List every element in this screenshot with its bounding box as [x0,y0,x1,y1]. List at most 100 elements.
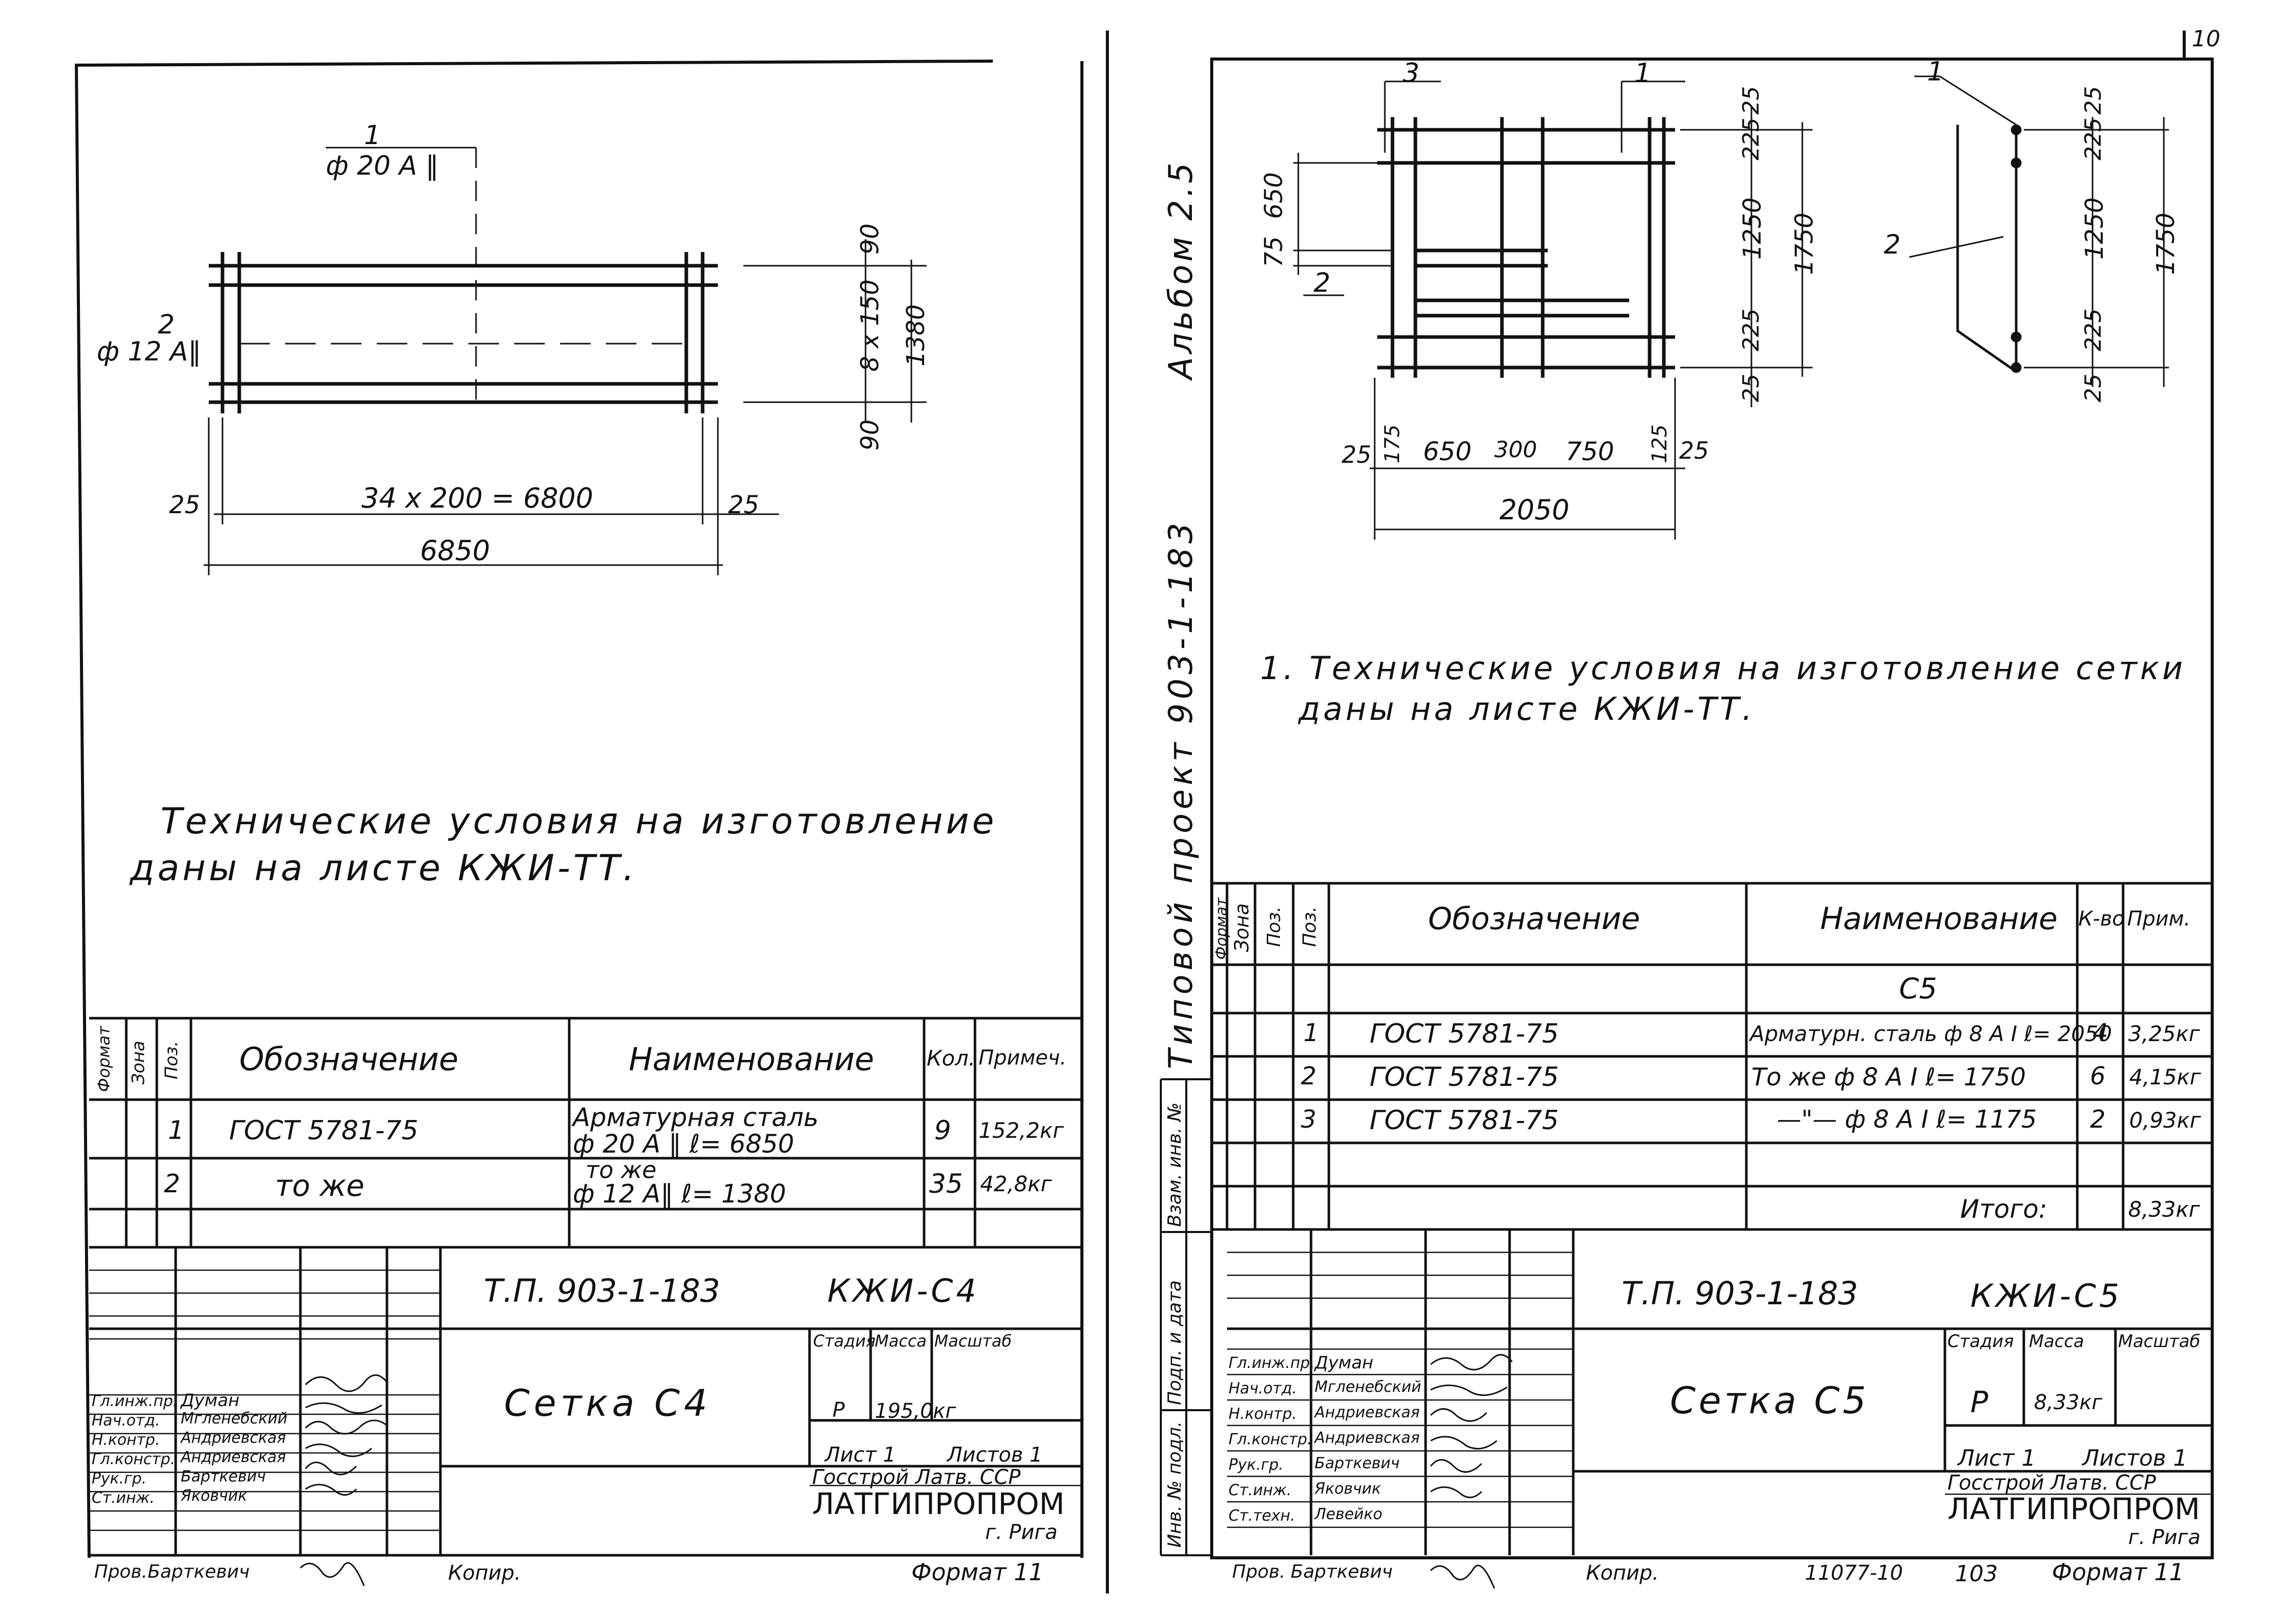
right-project-code: Т.П. 903-1-183 [1622,1275,1858,1312]
left-sheet-code: КЖИ-С4 [827,1272,980,1309]
left-stage: Р [832,1398,845,1422]
right-row3-qty: 2 [2090,1105,2106,1134]
right-col-pos: Поз. [1264,906,1285,947]
right-city: г. Рига [2128,1526,2201,1549]
left-signer4-name: Андриевская [181,1448,286,1466]
right-signer3-name: Андриевская [1315,1404,1420,1421]
right-signer7-role: Ст.техн. [1229,1507,1295,1525]
right-sheet-code: КЖИ-С5 [1970,1277,2123,1314]
dim-right-end: 25 [728,491,760,519]
left-col-note: Примеч. [979,1046,1067,1070]
right-signer5-name: Барткевич [1315,1454,1400,1472]
right-col-designation: Обозначение [1428,901,1640,937]
right-copy-number: 11077-10 [1805,1561,1903,1585]
dim-left-650: 650 [1260,172,1288,219]
bar2-label: 2 [158,310,175,340]
right-signer5-role: Рук.гр. [1229,1456,1284,1474]
dim-top: 90 [856,223,884,255]
right-row2-note: 4,15кг [2129,1065,2201,1089]
left-col-designation: Обозначение [239,1041,459,1078]
right-sheet-label: Лист 1 [1958,1445,2036,1471]
left-col-qty: Кол. [927,1046,976,1071]
left-row2-name2: ф 12 А‖ ℓ= 1380 [573,1179,786,1209]
left-project-code: Т.П. 903-1-183 [484,1272,720,1309]
right-mass-label: Масса [2029,1331,2084,1352]
dim-left-75: 75 [1260,236,1288,267]
right-mass: 8,33кг [2034,1391,2103,1414]
right-note-line1: 1. Технические условия на изготовление с… [1260,650,2186,687]
right-org2: ЛАТГИПРОПРОМ [1947,1492,2200,1526]
dim-right-total: 1750 [1790,212,1819,275]
right-total-label: Итого: [1960,1194,2047,1224]
left-col-format: Формат [94,1026,114,1092]
right-row1-note: 3,25кг [2128,1021,2200,1046]
right-mesh-plan-drawing [1377,117,1675,378]
left-note-line1: Технические условия на изготовление [160,800,997,842]
left-sheet-label: Лист 1 [825,1443,896,1467]
left-row2-name1: то же [586,1156,657,1184]
dim-right-1250: 1250 [1738,197,1767,260]
right-row1-name: Арматурн. сталь ф 8 А I ℓ= 2050 [1750,1021,2112,1046]
left-stage-label: Стадия [813,1331,876,1351]
left-scale-label: Масштаб [934,1331,1012,1351]
right-signer1-name: Думан [1315,1353,1374,1373]
right-total-value: 8,33кг [2128,1197,2200,1222]
right-row1-pos: 1 [1303,1019,1319,1047]
left-col-pos: Поз. [161,1041,182,1079]
left-signer2-name: Мгленебский [181,1410,288,1427]
page-number: 10 [2192,26,2220,52]
side-dim-25-bottom: 25 [2080,374,2106,402]
right-signer2-name: Мгленебский [1315,1378,1422,1396]
left-col-zone: Зона [128,1041,149,1084]
margin-stamp-grid [1160,1078,1212,1556]
dim-total-width: 2050 [1499,494,1570,526]
left-city: г. Рига [985,1521,1058,1544]
right-format: Формат 11 [2052,1558,2184,1586]
side-dim-225-top: 225 [2080,118,2106,160]
dim-right-225-bottom: 225 [1738,309,1764,351]
plan-label-1: 1 [1634,58,1652,89]
left-signer2-role: Нач.отд. [92,1412,160,1430]
side-label-2: 2 [1884,230,1901,260]
dim-mid: 8 x 150 [856,279,884,372]
dim-right-25-top: 25 [1738,86,1764,115]
right-col-zone: Зона [1231,903,1253,952]
right-signer4-role: Гл.констр. [1229,1431,1313,1448]
left-row1-name2: ф 20 А ‖ ℓ= 6850 [573,1129,794,1159]
right-col-format: Формат [1213,898,1231,960]
right-row1-qty: 4 [2093,1019,2108,1047]
right-col-name: Наименование [1820,901,2058,937]
album-label: Альбом 2.5 [1162,159,1200,379]
right-copied: Копир. [1586,1561,1659,1585]
left-row2-pos: 2 [164,1169,180,1198]
right-scale-label: Масштаб [2118,1331,2200,1352]
left-row2-qty: 35 [929,1169,963,1199]
right-stage-label: Стадия [1947,1331,2014,1352]
dim-right-25-bottom: 25 [1738,374,1764,402]
right-signer3-role: Н.контр. [1229,1405,1297,1423]
left-signer6-role: Ст.инж. [92,1489,155,1507]
right-row3-note: 0,93кг [2129,1108,2201,1133]
left-sheets-label: Листов 1 [947,1443,1043,1467]
project-label: Типовой проект 903-1-183 [1162,519,1200,1069]
right-col-note: Прим. [2127,907,2191,931]
left-signer3-role: Н.контр. [92,1431,160,1449]
left-checked-name: Барткевич [148,1561,250,1582]
left-spec-table-grid [89,1017,1082,1249]
right-row2-name: То же ф 8 А I ℓ= 1750 [1751,1063,2026,1091]
dim-bottom-25b: 25 [1679,437,1709,464]
right-spec-table-grid [1212,882,2212,1231]
dim-total-height: 1380 [902,304,930,367]
left-row2-designation: то же [275,1168,365,1203]
left-copied: Копир. [448,1561,521,1585]
right-note-line2: даны на листе КЖИ-ТТ. [1298,690,1755,727]
right-signer7-name: Левейко [1315,1505,1383,1523]
dim-spacing: 34 x 200 = 6800 [361,482,594,514]
left-signer1-role: Гл.инж.пр. [92,1392,178,1410]
stamp-replace: Взам. инв. № [1164,1102,1185,1227]
side-label-1: 1 [1927,57,1944,87]
left-col-name: Наименование [629,1041,874,1078]
right-checked-role: Пров. [1232,1561,1286,1582]
